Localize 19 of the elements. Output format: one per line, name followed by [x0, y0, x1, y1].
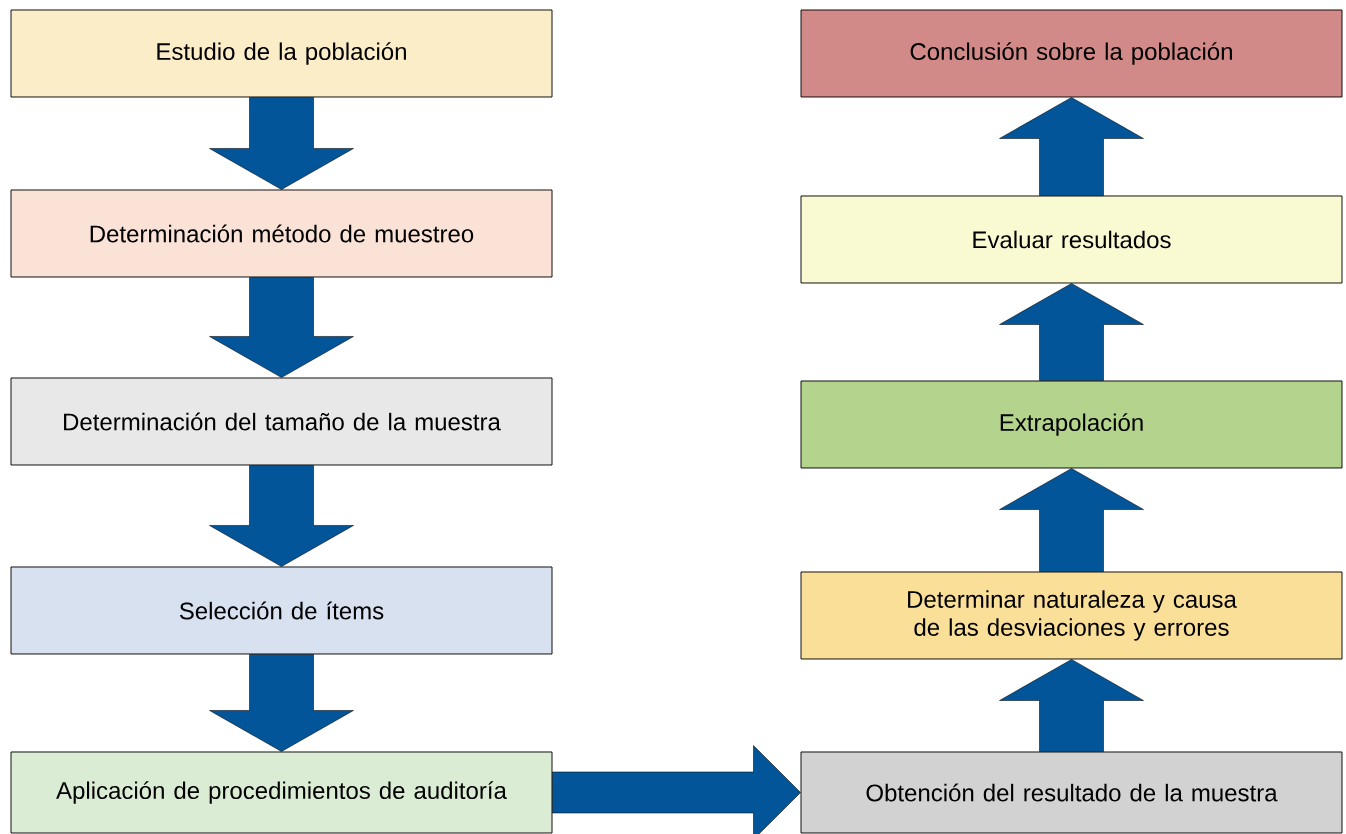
- process-box: Selección de ítems: [10, 566, 553, 655]
- process-box: Determinación del tamaño de la muestra: [10, 377, 553, 466]
- block-arrow: [999, 468, 1144, 572]
- process-box: Estudio de la población: [10, 9, 553, 98]
- block-arrow: [999, 659, 1144, 752]
- process-box: Evaluar resultados: [800, 195, 1343, 284]
- block-arrow: [999, 283, 1144, 381]
- block-arrow: [999, 97, 1144, 196]
- block-arrow: [209, 465, 354, 567]
- block-arrow: [209, 654, 354, 752]
- block-arrow: [209, 277, 354, 378]
- process-box: Conclusión sobre la población: [800, 9, 1343, 98]
- process-box: Determinar naturaleza y causa de las desviaciones y errores: [800, 571, 1343, 660]
- block-arrow: [209, 97, 354, 190]
- process-box: Obtención del resultado de la muestra: [800, 751, 1343, 834]
- process-box: Determinación método de muestreo: [10, 189, 553, 278]
- process-box: Aplicación de procedimientos de auditoría: [10, 751, 553, 834]
- process-box: Extrapolación: [800, 380, 1343, 469]
- block-arrow: [552, 745, 801, 834]
